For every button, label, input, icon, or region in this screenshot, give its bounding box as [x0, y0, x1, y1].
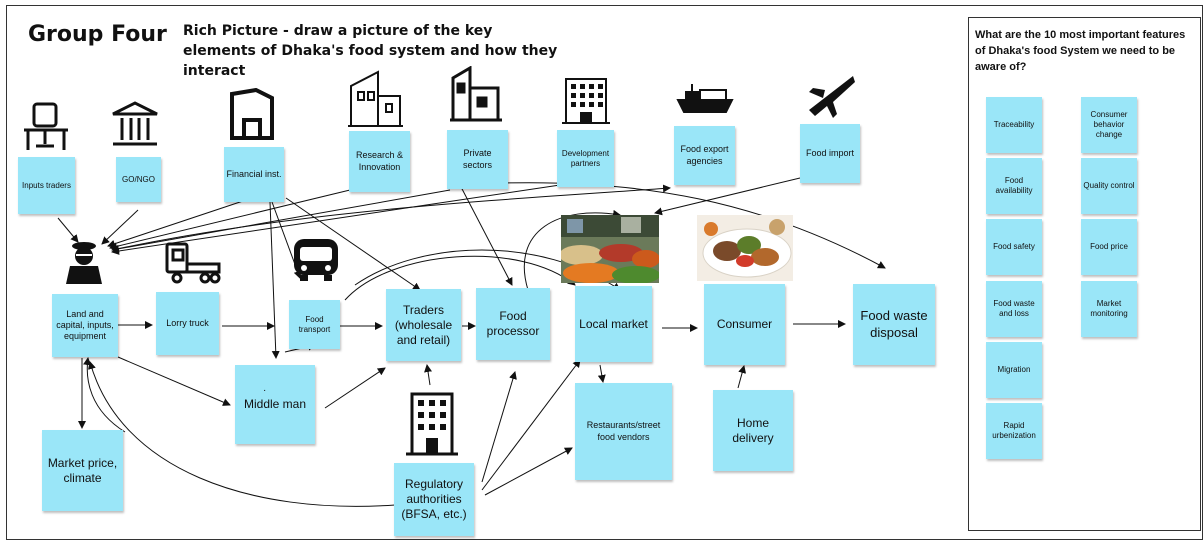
private-buildings-icon	[450, 66, 502, 122]
arrow-private-to-processor	[459, 184, 513, 286]
note-restaurants-vendors[interactable]: Restaurants/street food vendors	[575, 383, 672, 480]
note-market-price-climate[interactable]: Market price, climate	[42, 430, 123, 511]
feature-note[interactable]: Food availability	[986, 158, 1042, 214]
truck-icon	[165, 242, 221, 284]
market-stall-photo	[561, 215, 659, 283]
features-panel: What are the 10 most important features …	[968, 17, 1201, 531]
arrow-processor-to-market	[523, 209, 621, 291]
arrow-farmer-to-export	[111, 184, 671, 251]
office-tower-icon	[562, 78, 610, 124]
arrow-market-to-restaurants	[597, 364, 606, 383]
note-food-export-agencies[interactable]: Food export agencies	[674, 126, 735, 185]
arrow-middleman-to-traders	[324, 367, 386, 409]
arrow-transport-to-market	[344, 255, 576, 301]
arrow-import-to-market	[654, 177, 801, 216]
arrow-land-to-middleman	[117, 356, 231, 406]
arrow-reg-to-market	[481, 359, 581, 491]
arrow-marketprice-to-land	[83, 357, 126, 433]
arrow-reg-to-restaurants	[484, 447, 573, 496]
arrow-gongo-to-farmer	[101, 209, 139, 245]
feature-note[interactable]: Food waste and loss	[986, 281, 1042, 337]
note-food-waste-disposal[interactable]: Food waste disposal	[853, 284, 935, 365]
feature-note[interactable]: Food price	[1081, 219, 1137, 275]
arrow-financial-to-farmer	[107, 197, 253, 248]
feature-note[interactable]: Consumer behavior change	[1081, 97, 1137, 153]
note-middle-man[interactable]: Middle man ·	[235, 365, 315, 444]
arrow-reg-to-traders	[424, 364, 432, 386]
middle-man-label: Middle man	[243, 397, 307, 411]
feature-note[interactable]: Migration	[986, 342, 1042, 398]
arrow-private-to-farmer	[111, 189, 451, 253]
arrow-reg-to-processor	[481, 371, 517, 483]
features-panel-title: What are the 10 most important features …	[975, 29, 1186, 73]
note-food-transport[interactable]: Food transport	[289, 300, 340, 349]
note-local-market[interactable]: Local market	[575, 286, 652, 362]
note-research-innovation[interactable]: Research & Innovation	[349, 131, 410, 192]
note-food-processor[interactable]: Food processor	[476, 288, 550, 360]
board-title: Group Four	[28, 22, 167, 47]
middle-man-mark: ·	[263, 385, 267, 396]
note-food-import[interactable]: Food import	[800, 124, 860, 183]
note-land-capital[interactable]: Land and capital, inputs, equipment	[52, 294, 118, 357]
note-home-delivery[interactable]: Home delivery	[713, 390, 793, 471]
note-consumer[interactable]: Consumer	[704, 284, 785, 365]
regulatory-tower-icon	[406, 392, 458, 456]
research-building-icon	[348, 70, 403, 127]
arrow-reg-to-land	[88, 361, 396, 507]
feature-note[interactable]: Rapid urbenization	[986, 403, 1042, 459]
note-development-partners[interactable]: Development partners	[557, 130, 614, 187]
arrow-devpartners-to-farmer	[111, 184, 561, 255]
note-regulatory-authorities[interactable]: Regulatory authorities (BFSA, etc.)	[394, 463, 474, 536]
note-go-ngo[interactable]: GO/NGO	[116, 157, 161, 202]
government-building-icon	[112, 101, 158, 146]
food-plate-photo	[697, 215, 793, 281]
arrow-research-to-farmer	[109, 189, 351, 251]
arrow-financial-to-middleman	[269, 201, 280, 359]
note-private-sectors[interactable]: Private sectors	[447, 130, 508, 189]
arrow-delivery-to-consumer	[737, 365, 747, 389]
farmer-icon	[66, 242, 102, 284]
bank-building-icon	[230, 88, 274, 140]
board-subtitle: Rich Picture - draw a picture of the key…	[183, 23, 558, 79]
note-traders[interactable]: Traders (wholesale and retail)	[386, 289, 461, 361]
bus-icon	[294, 239, 338, 281]
note-lorry-truck[interactable]: Lorry truck	[156, 292, 219, 355]
feature-note[interactable]: Traceability	[986, 97, 1042, 153]
feature-note[interactable]: Market monitoring	[1081, 281, 1137, 337]
cargo-ship-icon	[676, 84, 734, 113]
feature-note[interactable]: Quality control	[1081, 158, 1137, 214]
arrow-inputs-to-farmer	[57, 217, 79, 243]
arrow-financial-to-traders	[285, 197, 421, 291]
note-financial-inst[interactable]: Financial inst.	[224, 147, 284, 202]
note-inputs-traders[interactable]: Inputs traders	[18, 157, 75, 214]
airplane-icon	[809, 76, 855, 118]
desk-chair-icon	[24, 102, 68, 150]
feature-note[interactable]: Food safety	[986, 219, 1042, 275]
